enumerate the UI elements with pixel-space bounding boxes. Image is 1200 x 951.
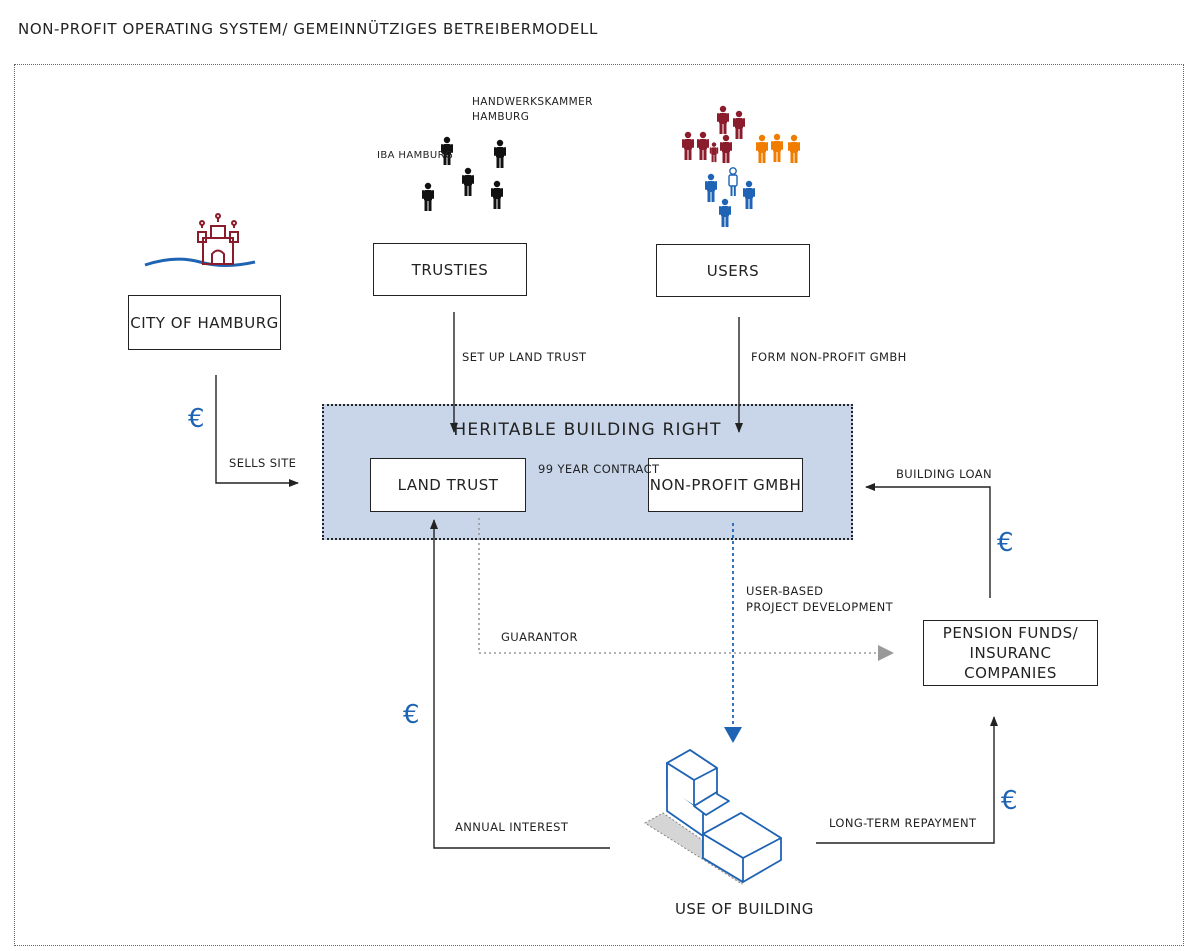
handwerkskammer-line1: HANDWERKSKAMMER bbox=[472, 96, 593, 108]
building-isometric-icon bbox=[644, 749, 782, 885]
users-node: USERS bbox=[656, 244, 810, 297]
diagram-frame bbox=[14, 64, 1184, 946]
heritable-building-right-title: HERITABLE BUILDING RIGHT bbox=[453, 420, 722, 440]
iba-hamburg-label: IBA HAMBURG bbox=[377, 150, 454, 161]
project-development-arrowhead bbox=[724, 727, 742, 743]
sells-site-arrow bbox=[215, 375, 299, 487]
trusties-node: TRUSTIES bbox=[373, 243, 527, 296]
pension-funds-label-line2: INSURANC COMPANIES bbox=[964, 644, 1057, 682]
building-loan-arrow bbox=[865, 483, 991, 598]
set-up-land-trust-label: SET UP LAND TRUST bbox=[462, 350, 587, 364]
pension-funds-node: PENSION FUNDS/ INSURANC COMPANIES bbox=[923, 620, 1098, 686]
handwerkskammer-label: HANDWERKSKAMMER HAMBURG bbox=[472, 95, 593, 125]
euro-symbol-city: € bbox=[188, 404, 205, 434]
land-trust-label: LAND TRUST bbox=[397, 476, 499, 494]
annual-interest-label: ANNUAL INTEREST bbox=[455, 820, 569, 834]
building-loan-label: BUILDING LOAN bbox=[896, 467, 993, 481]
project-development-line1: USER-BASED bbox=[746, 584, 824, 598]
sells-site-label: SELLS SITE bbox=[229, 456, 297, 470]
handwerkskammer-line2: HAMBURG bbox=[472, 111, 530, 123]
users-label: USERS bbox=[706, 261, 760, 280]
city-of-hamburg-label: CITY OF HAMBURG bbox=[130, 313, 279, 332]
land-trust-node: LAND TRUST bbox=[370, 458, 526, 512]
non-profit-gmbh-label: NON-PROFIT GMBH bbox=[649, 476, 802, 494]
project-development-label: USER-BASED PROJECT DEVELOPMENT bbox=[746, 583, 893, 615]
project-development-line2: PROJECT DEVELOPMENT bbox=[746, 600, 893, 614]
page-title: NON-PROFIT OPERATING SYSTEM/ GEMEINNÜTZI… bbox=[18, 20, 598, 38]
euro-symbol-loan: € bbox=[997, 528, 1014, 558]
use-of-building-label: USE OF BUILDING bbox=[675, 900, 814, 918]
guarantor-arrow bbox=[478, 518, 894, 661]
contract-label: 99 YEAR CONTRACT bbox=[538, 462, 660, 476]
trusties-label: TRUSTIES bbox=[411, 260, 489, 279]
euro-symbol-interest: € bbox=[403, 700, 420, 730]
non-profit-gmbh-node: NON-PROFIT GMBH bbox=[648, 458, 803, 512]
long-term-repayment-arrow bbox=[816, 716, 998, 844]
annual-interest-arrow bbox=[430, 519, 610, 849]
hamburg-castle-icon bbox=[144, 213, 256, 267]
guarantor-label: GUARANTOR bbox=[501, 630, 578, 644]
city-of-hamburg-node: CITY OF HAMBURG bbox=[128, 295, 281, 350]
form-gmbh-label: FORM NON-PROFIT GMBH bbox=[751, 350, 907, 364]
long-term-repayment-label: LONG-TERM REPAYMENT bbox=[829, 816, 977, 830]
users-people-icon bbox=[682, 105, 800, 227]
euro-symbol-repayment: € bbox=[1001, 786, 1018, 816]
pension-funds-label-line1: PENSION FUNDS/ bbox=[942, 624, 1079, 642]
